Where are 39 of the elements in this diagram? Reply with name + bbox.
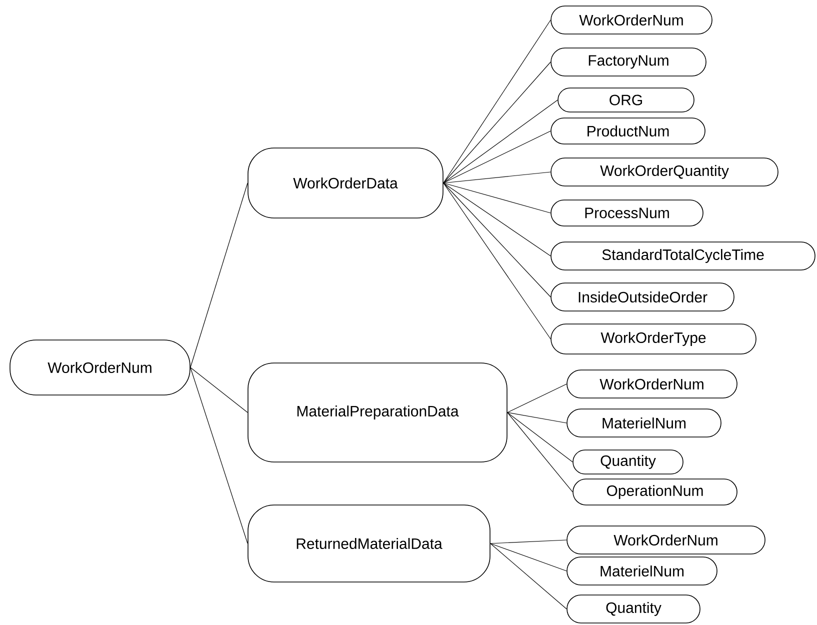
field-pill: FactoryNum	[550, 48, 706, 76]
field-pill: WorkOrderNum	[566, 370, 738, 398]
connector-line	[443, 182, 551, 214]
connector-line	[443, 20, 551, 184]
connector-line	[443, 62, 551, 184]
field-pill: InsideOutsideOrder	[550, 282, 734, 312]
connector-line	[190, 367, 248, 544]
topic-box: ReturnedMaterialData	[248, 504, 490, 582]
topic-box: WorkOrderData	[248, 148, 444, 218]
connector-line	[443, 100, 558, 184]
field-pill: ProcessNum	[550, 200, 704, 226]
field-pill: ORG	[558, 88, 694, 112]
connector-line	[490, 543, 567, 610]
connector-line	[507, 412, 573, 462]
connector-line	[507, 384, 567, 413]
connector-line	[490, 543, 567, 572]
field-pill: WorkOrderNum	[550, 6, 712, 34]
field-pill: WorkOrderType	[550, 324, 756, 354]
connector-line	[443, 182, 551, 298]
connector-line	[190, 182, 248, 368]
field-pill: StandardTotalCycleTime	[550, 242, 816, 270]
connector-line	[443, 172, 551, 184]
field-pill: WorkOrderQuantity	[550, 158, 778, 186]
field-pill: MaterielNum	[566, 408, 722, 438]
connector-line	[190, 367, 248, 413]
connector-line	[507, 412, 573, 492]
field-pill: Quantity	[566, 594, 700, 624]
field-pill: WorkOrderNum	[566, 526, 766, 554]
connector-line	[443, 182, 551, 256]
connector-line	[443, 130, 551, 184]
topic-box: WorkOrderNum	[10, 340, 190, 396]
field-pill: Quantity	[572, 450, 684, 474]
connector-line	[507, 412, 567, 424]
connector-line	[443, 182, 551, 340]
field-pill: OperationNum	[572, 478, 738, 506]
field-pill: MaterielNum	[566, 556, 718, 586]
topic-box: MaterialPreparationData	[248, 362, 508, 462]
connector-line	[490, 540, 567, 544]
field-pill: ProductNum	[550, 118, 706, 144]
